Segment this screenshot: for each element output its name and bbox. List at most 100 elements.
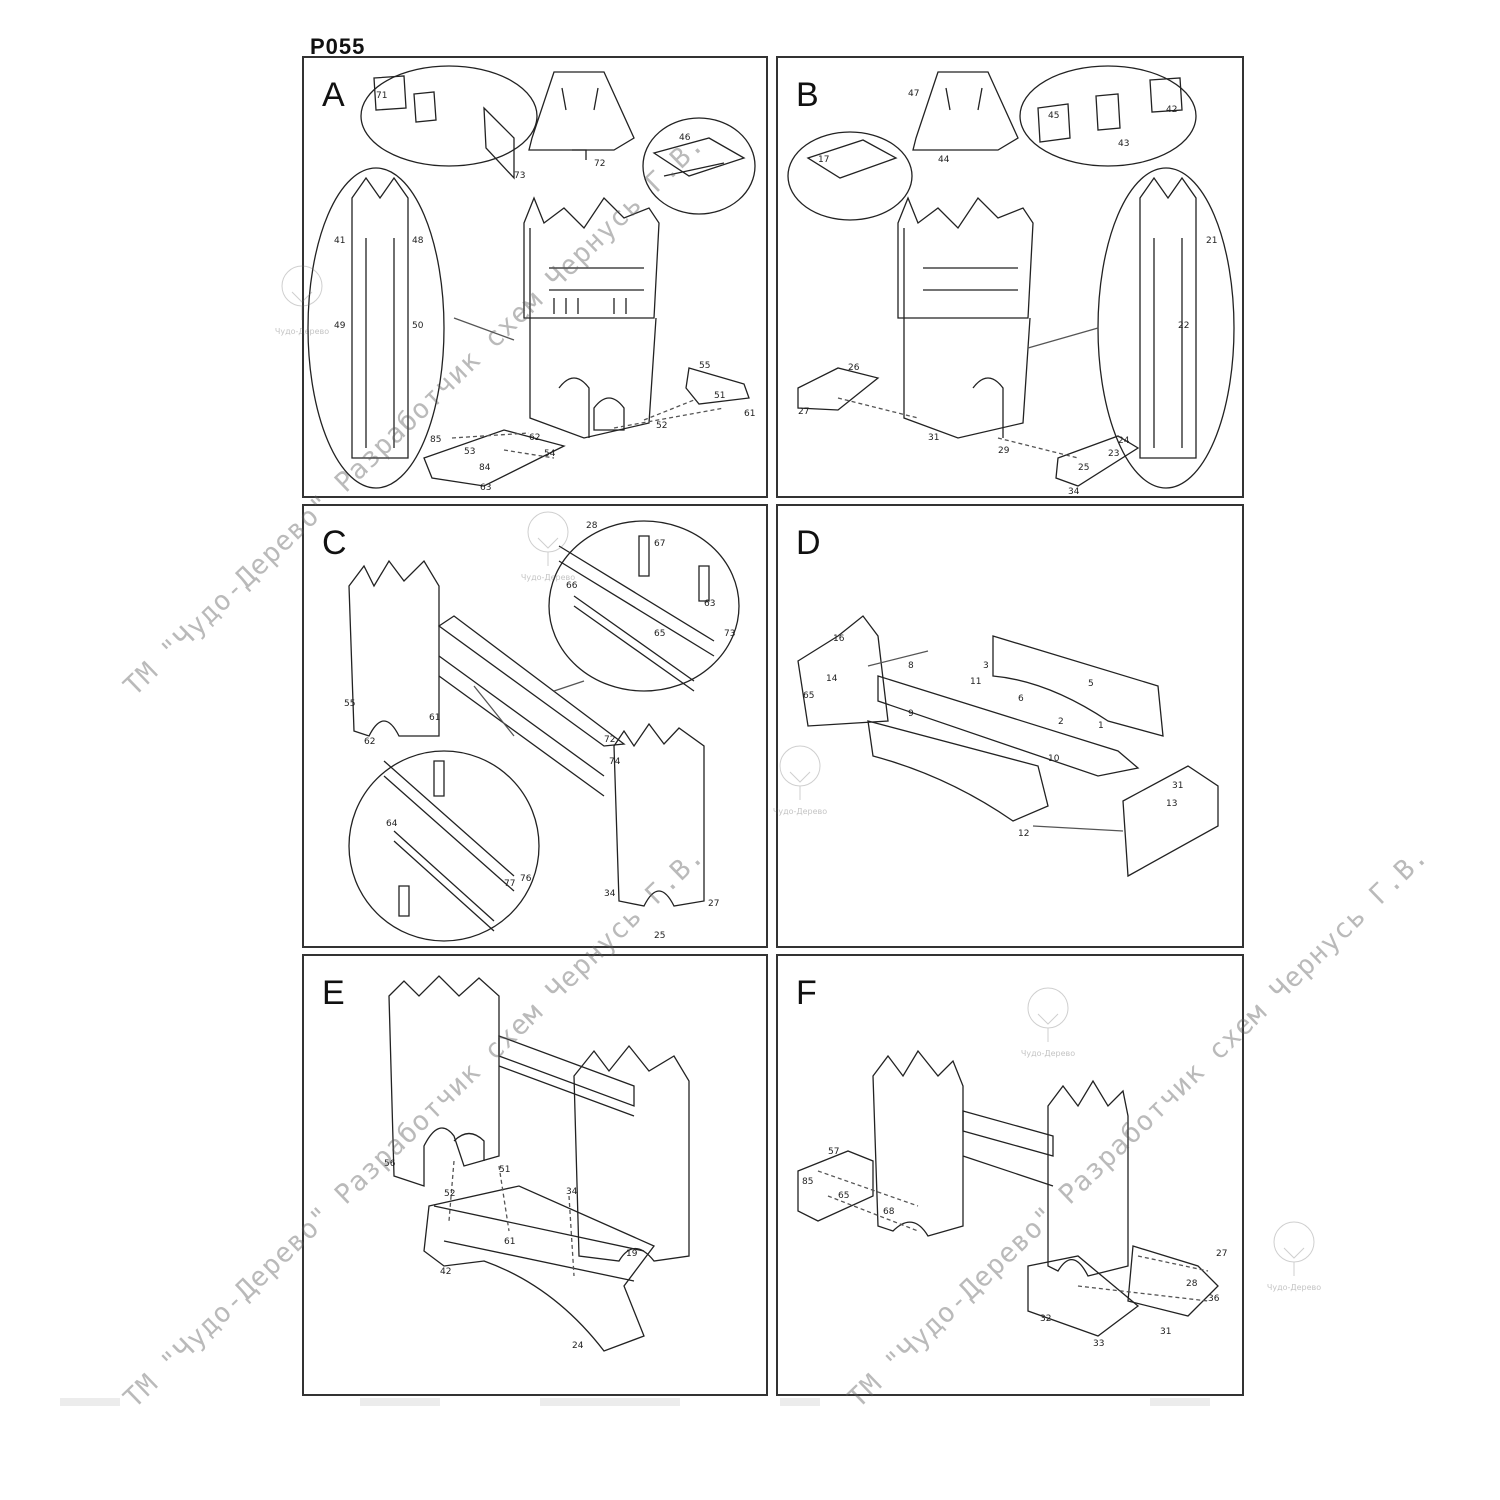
finished-bridge-f: 57 85 65 68 28 27 36 31 33 32	[797, 1049, 1227, 1349]
svg-text:31: 31	[928, 433, 939, 443]
svg-text:28: 28	[1186, 1279, 1198, 1289]
svg-text:1: 1	[1098, 721, 1104, 731]
svg-text:52: 52	[656, 421, 667, 431]
svg-text:31: 31	[1172, 781, 1183, 791]
svg-text:42: 42	[1166, 105, 1177, 115]
svg-text:74: 74	[609, 757, 621, 767]
bottom-strip	[780, 1398, 820, 1406]
svg-text:21: 21	[1206, 236, 1217, 246]
svg-text:34: 34	[1068, 487, 1080, 496]
svg-text:32: 32	[1040, 1314, 1051, 1324]
bottom-strip	[540, 1398, 680, 1406]
svg-text:27: 27	[1216, 1249, 1227, 1259]
svg-text:43: 43	[1118, 139, 1129, 149]
svg-text:12: 12	[1018, 829, 1029, 839]
svg-text:13: 13	[1166, 799, 1177, 809]
svg-text:45: 45	[1048, 111, 1059, 121]
svg-text:44: 44	[938, 155, 950, 165]
svg-text:63: 63	[704, 599, 715, 609]
svg-text:72: 72	[604, 735, 615, 745]
svg-text:67: 67	[654, 539, 665, 549]
svg-text:34: 34	[566, 1187, 578, 1197]
svg-text:85: 85	[430, 435, 441, 445]
svg-text:8: 8	[908, 661, 914, 671]
svg-text:62: 62	[364, 737, 375, 747]
svg-text:63: 63	[480, 483, 491, 493]
svg-text:46: 46	[679, 133, 691, 143]
tree-logo-caption: Чудо-Дерево	[274, 327, 330, 336]
svg-text:55: 55	[699, 361, 710, 371]
tree-logo: Чудо-Дерево	[1018, 984, 1078, 1058]
diagram-code: P055	[310, 34, 366, 59]
panel-b: B 47 45 44 43 42 17 26 21 22 27 29 23 24…	[776, 56, 1244, 498]
svg-text:41: 41	[334, 236, 345, 246]
panel-a: A 72 71 46 73 41 48 49 50 55 51	[302, 56, 768, 498]
svg-text:56: 56	[384, 1159, 396, 1169]
svg-text:64: 64	[386, 819, 398, 829]
svg-text:42: 42	[440, 1267, 451, 1277]
svg-text:31: 31	[1160, 1327, 1171, 1337]
panel-f: F 57 85 65 68 28 27 36 31 33 32	[776, 954, 1244, 1396]
svg-text:34: 34	[604, 889, 616, 899]
tree-logo: Чудо-Дерево	[518, 508, 578, 582]
svg-text:50: 50	[412, 321, 424, 331]
svg-text:48: 48	[412, 236, 424, 246]
panel-e: E 56 52 51 61 34 42 24 19	[302, 954, 768, 1396]
panel-c: C 28 67 63 65 66 64 77 72 74 73 55 61 62…	[302, 504, 768, 948]
bridge-on-base-e: 56 52 51 61 34 42 24 19	[384, 975, 690, 1352]
svg-text:73: 73	[724, 629, 735, 639]
svg-text:72: 72	[594, 159, 605, 169]
svg-text:73: 73	[514, 171, 525, 181]
svg-text:25: 25	[654, 931, 665, 941]
svg-text:29: 29	[998, 446, 1010, 456]
tower-assembly-a: 72 71 46 73 41 48 49 50 55 51 52 61 53 6…	[307, 65, 756, 493]
svg-text:77: 77	[504, 879, 515, 889]
tree-logo-caption: Чудо-Дерево	[772, 807, 828, 816]
svg-text:16: 16	[833, 634, 845, 644]
svg-text:25: 25	[1078, 463, 1089, 473]
panel-label-d: D	[796, 524, 821, 562]
svg-text:17: 17	[818, 155, 829, 165]
svg-text:23: 23	[1108, 449, 1119, 459]
svg-text:11: 11	[970, 677, 981, 687]
svg-text:28: 28	[586, 521, 598, 531]
svg-text:57: 57	[828, 1147, 839, 1157]
panel-label-f: F	[796, 974, 817, 1012]
svg-text:24: 24	[1118, 436, 1130, 446]
svg-text:61: 61	[504, 1237, 515, 1247]
svg-text:24: 24	[572, 1341, 584, 1351]
bottom-strip	[360, 1398, 440, 1406]
bottom-strip	[60, 1398, 120, 1406]
svg-text:47: 47	[908, 89, 919, 99]
svg-text:76: 76	[520, 874, 532, 884]
svg-text:61: 61	[429, 713, 440, 723]
svg-text:61: 61	[744, 409, 755, 419]
svg-text:71: 71	[376, 91, 387, 101]
bottom-strip	[1150, 1398, 1210, 1406]
svg-text:85: 85	[802, 1177, 813, 1187]
svg-text:9: 9	[908, 709, 914, 719]
svg-text:68: 68	[883, 1207, 895, 1217]
tower-assembly-b: 47 45 44 43 42 17 26 21 22 27 29 23 24 2…	[787, 65, 1235, 496]
svg-text:2: 2	[1058, 717, 1064, 727]
svg-text:5: 5	[1088, 679, 1094, 689]
svg-text:49: 49	[334, 321, 346, 331]
bridge-deck-assembly-c: 28 67 63 65 66 64 77 72 74 73 55 61 62 3…	[344, 520, 740, 942]
panel-label-c: C	[322, 524, 347, 562]
tree-logo-caption: Чудо-Дерево	[1266, 1283, 1322, 1292]
panel-label-a: A	[322, 76, 345, 114]
svg-text:65: 65	[654, 629, 665, 639]
svg-text:65: 65	[838, 1191, 849, 1201]
svg-text:52: 52	[444, 1189, 455, 1199]
tree-logo: Чудо-Дерево	[770, 742, 830, 816]
svg-text:33: 33	[1093, 1339, 1104, 1349]
svg-text:62: 62	[529, 433, 540, 443]
tree-logo: Чудо-Дерево	[1264, 1218, 1324, 1292]
svg-text:19: 19	[626, 1249, 638, 1259]
svg-text:3: 3	[983, 661, 989, 671]
tree-logo-caption: Чудо-Дерево	[1020, 1049, 1076, 1058]
svg-text:27: 27	[798, 407, 809, 417]
bridge-span-assembly-d: 16 14 65 3 11 12 9 5 6 8 10 2 1 31 13	[797, 615, 1219, 878]
svg-text:55: 55	[344, 699, 355, 709]
svg-text:26: 26	[848, 363, 860, 373]
